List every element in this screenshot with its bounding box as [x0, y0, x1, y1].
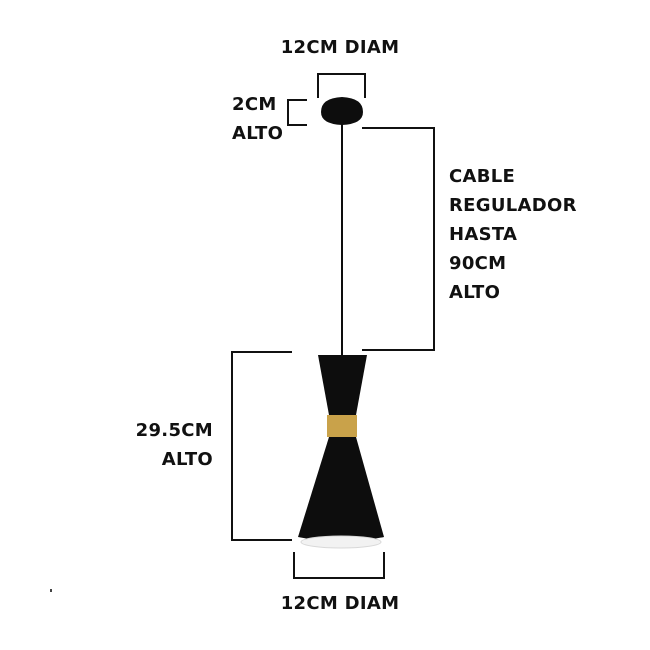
stray-mark	[50, 589, 52, 592]
cable-length-bracket	[362, 127, 435, 351]
shade-height-bracket	[231, 351, 292, 541]
canopy-height-label: 2CM ALTO	[232, 94, 284, 144]
top-diameter-label: 12CM DIAM	[280, 37, 400, 58]
cable-length-label: CABLE REGULADOR HASTA 90CM ALTO	[449, 166, 577, 303]
lamp-opening	[300, 535, 382, 549]
shade-height-label: 29.5CM ALTO	[135, 420, 213, 470]
bottom-diameter-label: 12CM DIAM	[280, 593, 400, 614]
lamp-lower-cone	[298, 437, 384, 542]
ceiling-canopy	[321, 97, 363, 125]
bottom-diameter-bracket	[293, 552, 385, 579]
canopy-height-bracket	[287, 99, 307, 126]
top-diameter-bracket	[317, 73, 366, 98]
brass-band	[327, 415, 357, 437]
lamp-upper-cone	[318, 355, 367, 415]
